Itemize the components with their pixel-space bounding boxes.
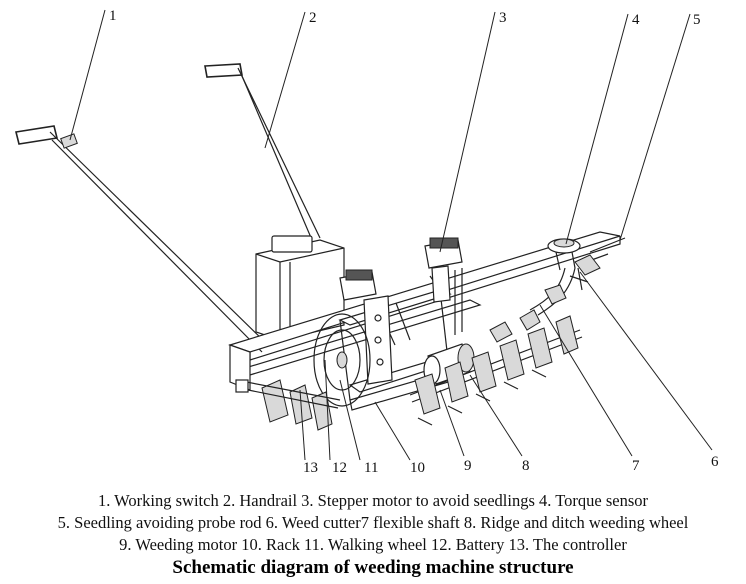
leader-lines — [69, 9, 713, 461]
callout-12: 12 — [332, 460, 347, 476]
callout-10: 10 — [410, 460, 425, 476]
torque-sensor — [547, 238, 581, 271]
callout-5: 5 — [693, 12, 701, 28]
walking-wheel — [313, 313, 371, 407]
battery-box — [255, 235, 345, 341]
callout-13: 13 — [303, 460, 318, 476]
callout-4: 4 — [632, 12, 640, 28]
ridge-ditch-weeding-wheel — [409, 309, 583, 426]
working-switch — [60, 133, 78, 149]
figure-caption: Schematic diagram of weeding machine str… — [172, 557, 574, 578]
callout-1: 1 — [109, 8, 117, 24]
weed-cutter — [544, 254, 601, 305]
callout-8: 8 — [522, 458, 530, 474]
callout-7: 7 — [632, 458, 640, 474]
handrail-right — [204, 63, 321, 241]
callout-3: 3 — [499, 10, 507, 26]
legend-line-2: 5. Seedling avoiding probe rod 6. Weed c… — [57, 513, 689, 532]
legend-line-1: 1. Working switch 2. Handrail 3. Stepper… — [97, 491, 649, 510]
handrail-left — [15, 125, 269, 353]
callout-9: 9 — [464, 458, 472, 474]
callout-6: 6 — [711, 454, 719, 470]
stepper-motor-rear — [424, 237, 463, 303]
stepper-motor-front — [339, 269, 393, 385]
weeding-motor — [423, 343, 475, 385]
callout-2: 2 — [309, 10, 317, 26]
callout-11: 11 — [364, 460, 378, 476]
legend-line-3: 9. Weeding motor 10. Rack 11. Walking wh… — [119, 535, 627, 554]
front-cutter-wheel — [235, 379, 341, 431]
callout-numbers: 1 2 3 4 5 6 7 8 9 10 11 12 13 — [109, 8, 719, 476]
